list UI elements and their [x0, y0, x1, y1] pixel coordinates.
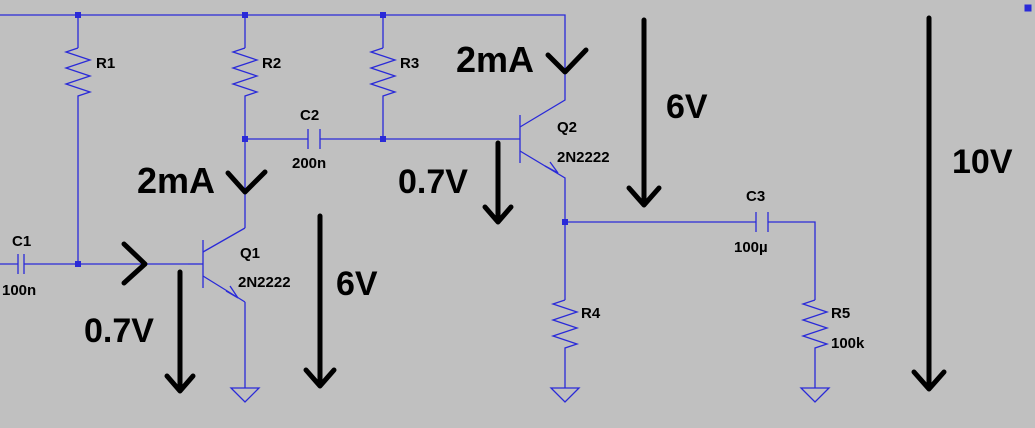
- r5-value: 100k: [831, 335, 865, 352]
- c3-label: C3: [746, 188, 765, 205]
- capacitor-c1[interactable]: C1 100n: [2, 233, 36, 299]
- capacitor-c2[interactable]: C2 200n: [292, 107, 326, 172]
- resistor-r5[interactable]: R5 100k: [800, 299, 865, 354]
- ground-r4: [549, 387, 581, 403]
- supply-arrow-icon: [911, 15, 947, 392]
- c3-value: 100µ: [734, 239, 768, 256]
- resistor-r3[interactable]: R3: [368, 47, 419, 102]
- r5-label: R5: [831, 305, 850, 322]
- q1-current-text: 2mA: [137, 160, 215, 201]
- q2-vbe-text: 0.7V: [398, 163, 468, 201]
- q2-current-arrow-icon: [545, 47, 589, 75]
- q1-vce-text: 6V: [336, 265, 378, 303]
- r2-label: R2: [262, 55, 281, 72]
- resistor-r2[interactable]: R2: [230, 47, 281, 102]
- q2-label: Q2: [557, 119, 577, 136]
- q1-base-arrow-icon: [121, 241, 148, 286]
- c2-label: C2: [300, 107, 319, 124]
- r4-label: R4: [581, 305, 601, 322]
- q1-vbe-arrow-icon: [164, 269, 196, 394]
- capacitor-c3[interactable]: C3 100µ: [734, 188, 769, 256]
- ground-r5: [799, 387, 831, 403]
- c2-value: 200n: [292, 155, 326, 172]
- resistor-r4[interactable]: R4: [550, 299, 601, 354]
- transistor-q2[interactable]: Q2 2N2222: [500, 95, 610, 182]
- resistor-r1[interactable]: R1: [63, 47, 115, 102]
- supply-text: 10V: [952, 143, 1013, 181]
- q1-vce-arrow-icon: [303, 213, 337, 389]
- c1-label: C1: [12, 233, 31, 250]
- q1-label: Q1: [240, 245, 260, 262]
- q2-model: 2N2222: [557, 149, 610, 166]
- r3-label: R3: [400, 55, 419, 72]
- annotation-texts: 2mA 2mA 6V 10V 0.7V 6V 0.7V: [84, 39, 1013, 350]
- q1-vbe-text: 0.7V: [84, 312, 154, 350]
- q1-model: 2N2222: [238, 274, 291, 291]
- q2-vbe-arrow-icon: [482, 140, 514, 225]
- q2-vce-arrow-icon: [626, 17, 662, 208]
- c1-value: 100n: [2, 282, 36, 299]
- q2-current-text: 2mA: [456, 39, 534, 80]
- q2-vce-text: 6V: [666, 88, 708, 126]
- annotation-arrows: [121, 15, 947, 394]
- q1-current-arrow-icon: [225, 169, 268, 195]
- ground-q1: [229, 387, 261, 403]
- transistor-q1[interactable]: Q1 2N2222: [188, 227, 291, 303]
- wires: [0, 14, 816, 388]
- junctions: [75, 4, 1032, 267]
- r1-label: R1: [96, 55, 115, 72]
